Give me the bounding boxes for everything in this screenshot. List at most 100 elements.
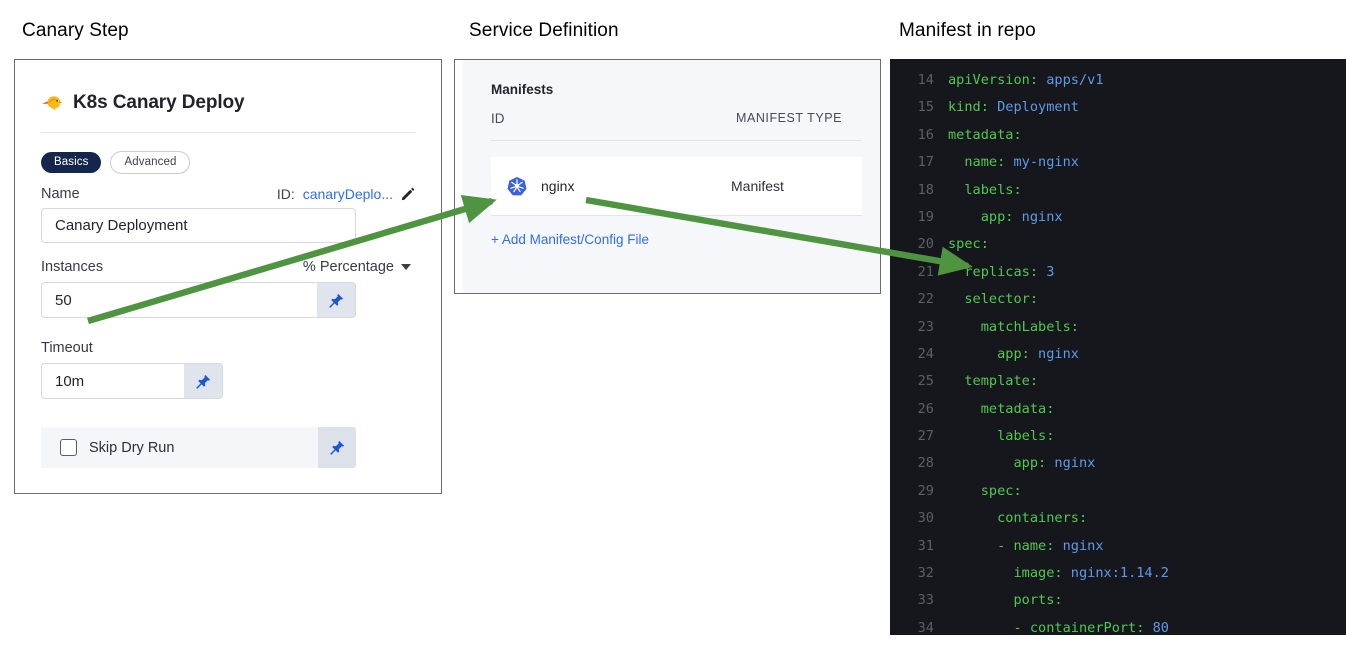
timeout-input-value: 10m [55, 372, 85, 390]
code-value: nginx [1029, 345, 1079, 362]
code-line-text: selector: [948, 291, 1038, 307]
manifests-section-title: Manifests [491, 82, 554, 97]
code-line: 14 apiVersion: apps/v1 [890, 67, 1346, 94]
pin-icon [329, 440, 345, 455]
code-line: 29 spec: [890, 478, 1346, 505]
instances-unit-select[interactable]: % Percentage [303, 259, 411, 275]
code-value: nginx [1046, 455, 1096, 472]
instances-pin-button[interactable] [317, 283, 355, 317]
code-line: 32 image: nginx:1.14.2 [890, 560, 1346, 587]
code-line-text: containers: [948, 510, 1087, 526]
instances-input[interactable]: 50 [41, 282, 356, 318]
code-key: spec: [980, 482, 1022, 499]
code-value: 3 [1038, 263, 1055, 280]
code-line-text: apiVersion: apps/v1 [948, 72, 1104, 88]
code-line: 25 template: [890, 368, 1346, 395]
code-line-text: metadata: [948, 400, 1055, 417]
code-key: template: [964, 373, 1039, 390]
code-line: 33 ports: [890, 587, 1346, 614]
code-value: 80 [1144, 619, 1169, 636]
code-key: ports: [1013, 592, 1063, 609]
code-key: app: [1013, 455, 1047, 472]
code-line-number: 17 [917, 154, 934, 171]
manifests-panel: Manifests ID MANIFEST TYPE [463, 60, 880, 293]
code-line: 20 spec: [890, 231, 1346, 258]
code-line-number: 23 [917, 318, 934, 335]
code-line-number: 34 [917, 619, 934, 636]
add-manifest-link[interactable]: + Add Manifest/Config File [491, 232, 649, 247]
code-key: apiVersion: [948, 72, 1039, 88]
code-line-text: app: nginx [948, 209, 1063, 225]
code-line-text: - name: nginx [948, 537, 1103, 554]
name-label-row: Name ID: canaryDeplo... [41, 186, 415, 202]
code-line-text: labels: [948, 181, 1022, 198]
code-line-number: 19 [917, 208, 934, 225]
column-header-id: ID [491, 111, 505, 126]
code-key: app: [980, 208, 1014, 225]
code-line: 19 app: nginx [890, 204, 1346, 231]
instances-input-value: 50 [55, 291, 72, 309]
code-line-number: 31 [917, 537, 934, 554]
code-line-number: 33 [917, 592, 934, 609]
code-key: spec: [948, 236, 989, 253]
code-line-number: 32 [917, 565, 934, 582]
code-key: metadata: [948, 126, 1022, 143]
code-line-number: 27 [917, 428, 934, 445]
code-key: - containerPort: [1013, 619, 1145, 636]
name-input[interactable]: Canary Deployment [41, 208, 356, 243]
code-value: apps/v1 [1038, 72, 1104, 88]
step-id-value[interactable]: canaryDeplo... [302, 186, 393, 202]
code-line-text: image: nginx:1.14.2 [948, 565, 1169, 581]
code-line: 17 name: my-nginx [890, 149, 1346, 176]
timeout-label: Timeout [41, 340, 93, 356]
code-line: 24 app: nginx [890, 341, 1346, 368]
code-line-text: template: [948, 373, 1038, 389]
code-line: 30 containers: [890, 505, 1346, 532]
instances-unit-label: % Percentage [302, 259, 394, 275]
timeout-pin-button[interactable] [184, 364, 222, 398]
code-key: metadata: [980, 400, 1055, 417]
code-line: 26 metadata: [890, 396, 1346, 423]
code-key: image: [1013, 565, 1063, 582]
header-divider [41, 132, 415, 133]
code-value: nginx [1013, 208, 1063, 225]
code-line: 22 selector: [890, 286, 1346, 313]
manifests-table-header: ID MANIFEST TYPE [491, 111, 862, 126]
code-line-number: 20 [917, 236, 934, 253]
caption-manifest-in-repo: Manifest in repo [899, 20, 1036, 41]
code-line-text: spec: [948, 483, 1022, 499]
tab-advanced[interactable]: Advanced [110, 151, 191, 174]
caption-canary-step: Canary Step [22, 20, 129, 41]
pencil-icon[interactable] [401, 187, 415, 201]
code-line-number: 14 [917, 72, 934, 88]
skip-dry-run-checkbox[interactable] [60, 439, 77, 456]
timeout-label-row: Timeout [41, 340, 415, 356]
step-header: K8s Canary Deploy [41, 84, 415, 122]
skip-dry-run-label: Skip Dry Run [89, 439, 175, 456]
code-line-number: 18 [917, 181, 934, 198]
code-key: selector: [964, 291, 1039, 308]
code-line: 18 labels: [890, 177, 1346, 204]
table-row-rule [491, 215, 862, 216]
timeout-input[interactable]: 10m [41, 363, 223, 399]
id-prefix-label: ID: [276, 186, 295, 202]
code-key: labels: [964, 181, 1022, 198]
instances-label: Instances [41, 259, 104, 275]
instances-label-row: Instances % Percentage [41, 259, 415, 275]
step-title: K8s Canary Deploy [73, 92, 245, 113]
tab-basics[interactable]: Basics [41, 152, 102, 173]
code-line-number: 15 [917, 99, 934, 116]
code-line-text: matchLabels: [948, 319, 1079, 335]
code-line-text: app: nginx [948, 346, 1079, 362]
code-line-number: 16 [917, 126, 934, 143]
canary-bird-icon [41, 93, 63, 113]
code-value: my-nginx [1005, 154, 1079, 171]
code-key: labels: [997, 428, 1055, 445]
table-row[interactable]: nginx Manifest [491, 157, 862, 215]
skip-dry-run-pin-button[interactable] [318, 427, 356, 468]
skip-dry-run-row[interactable]: Skip Dry Run [41, 427, 356, 468]
code-key: - name: [997, 537, 1055, 554]
